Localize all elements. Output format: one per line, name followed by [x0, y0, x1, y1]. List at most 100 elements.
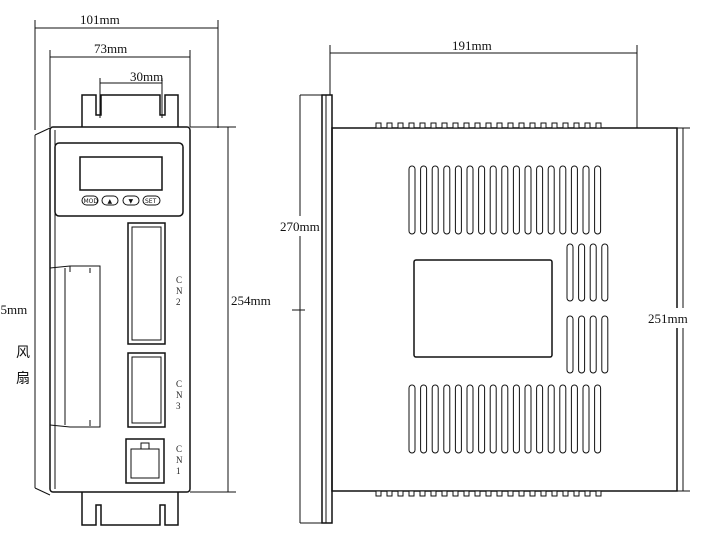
fin-notch [397, 122, 404, 129]
vent-slot [478, 384, 486, 454]
dim-label-270: 270mm [280, 219, 320, 234]
fin-notch [584, 490, 591, 497]
fin-notch [562, 490, 569, 497]
fin-notch [430, 490, 437, 497]
fin-notch [452, 122, 459, 129]
svg-text:3: 3 [176, 401, 181, 411]
up-button-label: ▲ [108, 198, 113, 205]
dim-label-15: 15mm [0, 302, 27, 317]
vent-slot [501, 384, 509, 454]
vent-slot [582, 165, 590, 235]
fin-notch [595, 122, 602, 129]
svg-text:C: C [176, 275, 182, 285]
vent-slot [578, 315, 586, 374]
vent-slot [559, 165, 567, 235]
vent-slot [501, 165, 509, 235]
fin-notch [430, 122, 437, 129]
fin-notch [485, 122, 492, 129]
top-mounting-tab [81, 94, 179, 127]
vent-slot [536, 384, 544, 454]
fin-notch [562, 122, 569, 129]
vent-slot [524, 165, 532, 235]
vent-slot [489, 384, 497, 454]
dim-label-251: 251mm [648, 311, 688, 326]
vent-slot [582, 384, 590, 454]
vent-slot [489, 165, 497, 235]
fan-label-char-1: 风 [16, 345, 30, 361]
fin-notch [375, 122, 382, 129]
vent-slot [559, 384, 567, 454]
vent-slots-right-lower [566, 315, 609, 374]
vent-slot [570, 384, 578, 454]
top-fin-edge [375, 122, 602, 129]
vent-slot [408, 384, 416, 454]
vent-slot [512, 165, 520, 235]
vent-slot [443, 384, 451, 454]
svg-text:1: 1 [176, 466, 181, 476]
lcd-screen [79, 156, 163, 191]
vent-slot [566, 315, 574, 374]
vent-slot [454, 384, 462, 454]
vent-slot [594, 384, 602, 454]
fin-notch [529, 122, 536, 129]
bottom-fin-edge [375, 490, 602, 497]
svg-text:C: C [176, 379, 182, 389]
fin-notch [474, 490, 481, 497]
dim-label-254: 254mm [231, 293, 271, 308]
vent-slot [420, 384, 428, 454]
fin-notch [507, 490, 514, 497]
bottom-mounting-tab [81, 492, 179, 526]
fin-notch [441, 122, 448, 129]
vent-slot [420, 165, 428, 235]
cn1-connector [125, 438, 165, 484]
fin-notch [496, 490, 503, 497]
vent-slot [466, 384, 474, 454]
fin-notch [386, 122, 393, 129]
fin-notch [485, 490, 492, 497]
dim-label-191: 191mm [452, 38, 492, 53]
vent-slot [443, 165, 451, 235]
mod-button[interactable] [81, 195, 99, 206]
svg-text:2: 2 [176, 297, 181, 307]
dim-label-73: 73mm [94, 41, 127, 56]
vent-slot [524, 384, 532, 454]
drive-front-body [49, 126, 191, 493]
fin-notch [441, 490, 448, 497]
vent-slot [454, 165, 462, 235]
svg-text:N: N [176, 286, 183, 296]
up-button[interactable] [101, 195, 119, 206]
fin-notch [463, 122, 470, 129]
fin-notch [540, 490, 547, 497]
vent-slot [536, 165, 544, 235]
fin-notch [419, 490, 426, 497]
fin-notch [408, 122, 415, 129]
fin-notch [463, 490, 470, 497]
vent-slot [478, 165, 486, 235]
fin-notch [507, 122, 514, 129]
cn2-connector [127, 222, 166, 345]
vent-slot [431, 384, 439, 454]
fin-notch [452, 490, 459, 497]
fin-notch [573, 490, 580, 497]
svg-text:N: N [176, 455, 183, 465]
vent-slot [431, 165, 439, 235]
fan-housing [49, 265, 101, 428]
fin-notch [518, 490, 525, 497]
vent-slot [547, 384, 555, 454]
down-button[interactable] [122, 195, 140, 206]
svg-text:C: C [176, 444, 182, 454]
fin-notch [397, 490, 404, 497]
vent-slot [408, 165, 416, 235]
fin-notch [584, 122, 591, 129]
set-button[interactable] [142, 195, 161, 206]
keypad: MOD ▲ ▼ SET [81, 195, 161, 206]
display-panel [54, 142, 184, 217]
fin-notch [573, 122, 580, 129]
down-button-label: ▼ [129, 198, 134, 205]
fin-notch [408, 490, 415, 497]
front-view: 101mm 73mm 30mm MOD ▲ ▼ SET [0, 12, 275, 526]
dim-label-101: 101mm [80, 12, 120, 27]
vent-slot [578, 243, 586, 302]
vent-slots-bottom [408, 384, 602, 454]
